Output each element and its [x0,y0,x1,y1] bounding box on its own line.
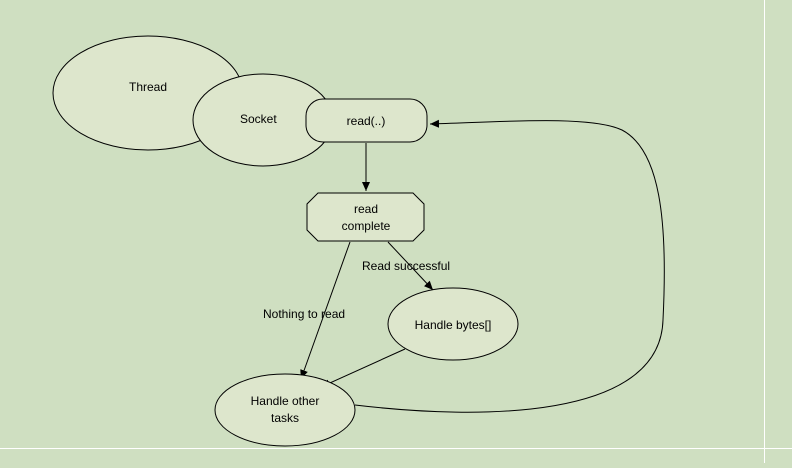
read-complete-label-line2: complete [342,219,391,233]
read-complete-label-line1: read [354,202,378,216]
edge-label-read-successful: Read successful [362,259,450,273]
edge-bytes-to-other [320,348,406,388]
edge-loop-back-to-read [354,119,665,413]
thread-label: Thread [129,80,167,94]
read-call-label: read(..) [347,114,386,128]
read-complete-node [306,192,425,242]
handle-other-label-line1: Handle other [251,394,320,408]
edge-label-nothing-to-read: Nothing to read [263,307,345,321]
handle-other-label-line2: tasks [271,411,299,425]
edge-nothing-to-read [300,241,351,380]
handle-other-tasks-node [214,373,356,447]
read-call-node [305,98,428,143]
handle-bytes-node [387,287,519,361]
edge-read-successful [387,241,434,291]
socket-label: Socket [240,112,277,126]
handle-bytes-label: Handle bytes[] [415,318,492,332]
